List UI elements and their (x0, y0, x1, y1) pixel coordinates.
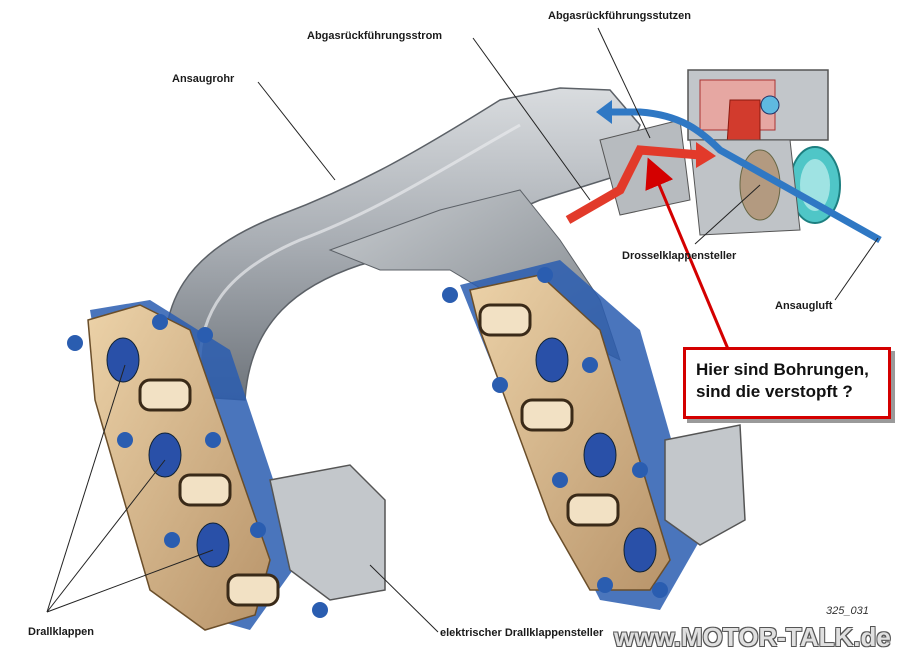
bolts-right (442, 267, 668, 598)
throttle-body (687, 69, 841, 236)
swirl-flap-actuator-right (664, 424, 746, 546)
intake-air-flow (596, 100, 882, 244)
figure-number: 325_031 (826, 605, 869, 617)
callout-pointer (645, 157, 730, 350)
label-egr-neck: Abgasrückführungsstutzen (548, 10, 692, 22)
callout-line-1: Hier sind Bohrungen, (696, 360, 869, 379)
egr-flow (565, 142, 716, 224)
callout-line-2: sind die verstopft ? (696, 382, 853, 401)
right-manifold-flange (442, 260, 700, 610)
label-swirl-flap-actuator: elektrischer Drallklappensteller (440, 627, 604, 639)
bolts-left (67, 314, 328, 618)
callout-box: Hier sind Bohrungen, sind die verstopft … (683, 347, 891, 419)
left-manifold-flange (67, 300, 328, 631)
leader-lines (46, 27, 879, 633)
label-intake-pipe: Ansaugrohr (172, 73, 235, 85)
label-egr-flow: Abgasrückführungsstrom (307, 30, 443, 42)
swirl-flap-actuator-left (269, 464, 386, 601)
label-swirl-flaps: Drallklappen (28, 626, 95, 638)
label-intake-air: Ansaugluft (775, 300, 833, 312)
swirl-flaps-left (106, 337, 230, 568)
watermark: www.MOTOR-TALK.de (614, 622, 891, 652)
swirl-flaps-right (535, 337, 657, 573)
label-throttle-actuator: Drosselklappensteller (622, 250, 737, 262)
